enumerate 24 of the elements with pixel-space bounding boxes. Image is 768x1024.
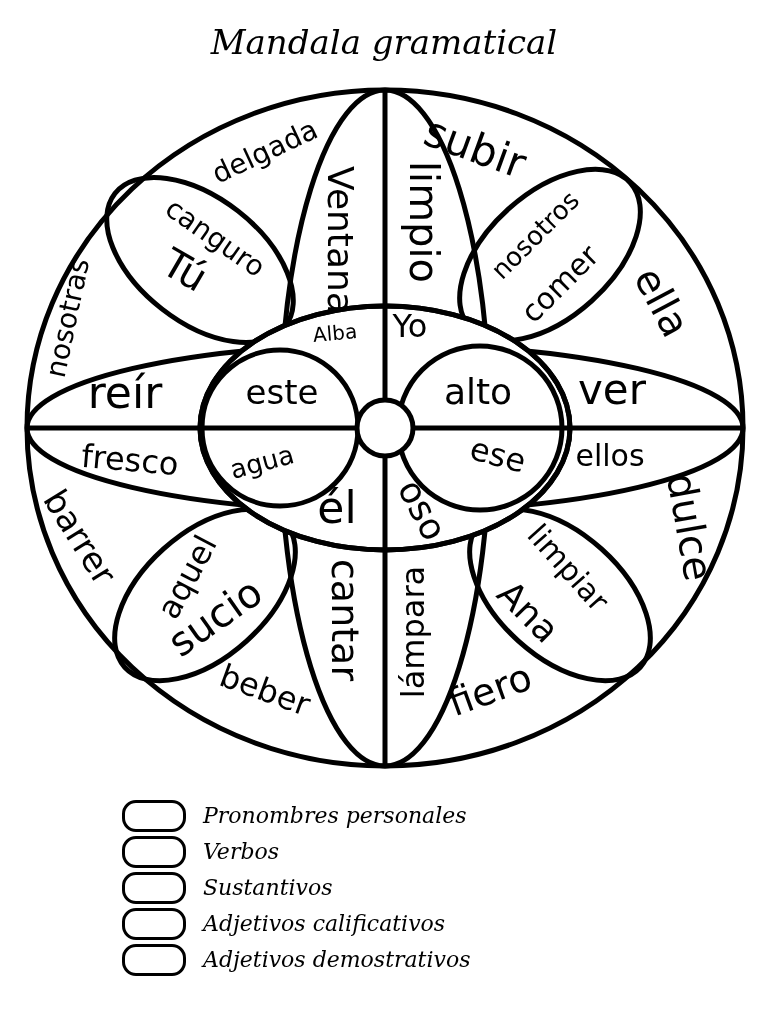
word-label: fiero [443,657,537,723]
word-label: ella [627,261,697,343]
word-label: ese [466,432,530,478]
legend-text: Sustantivos [203,875,333,900]
word-label: agua [227,441,297,483]
word-label: él [317,486,357,530]
word-label: alto [443,374,513,410]
word-label: oso [391,473,453,547]
word-label: Alba [312,321,358,345]
legend-text: Pronombres personales [203,803,467,828]
legend-text: Verbos [203,839,280,864]
word-label: ellos [575,441,645,471]
word-label: lámpara [397,565,429,699]
word-label: ver [578,369,646,411]
word-label: este [245,375,319,409]
legend-text: Adjetivos demostrativos [203,947,471,972]
title: Mandala gramatical [209,22,559,62]
word-label: Ventana [322,166,358,314]
word-label: cantar [326,558,364,682]
word-label: Yo [392,310,428,342]
legend-text: Adjetivos calificativos [203,911,446,936]
word-label: dulce [660,470,720,584]
word-label: beber [215,659,315,721]
word-label: fresco [80,439,180,481]
